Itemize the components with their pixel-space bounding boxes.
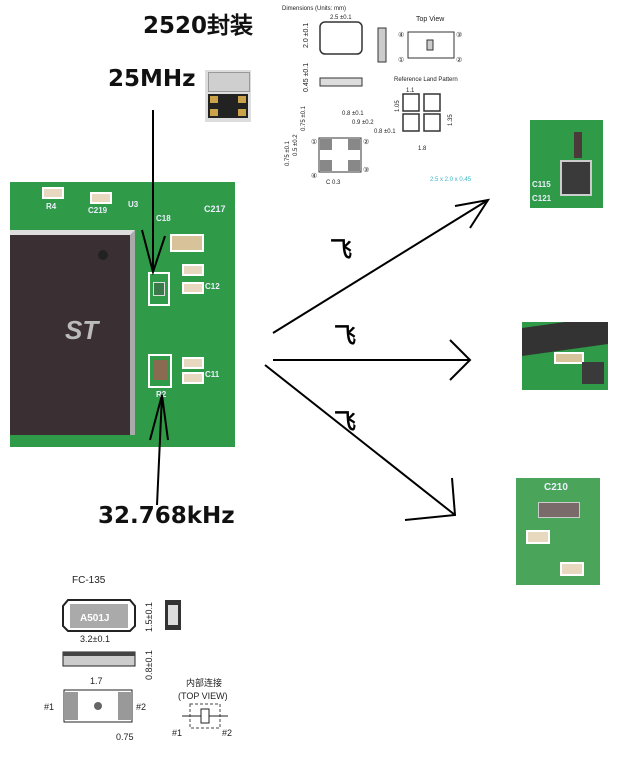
pin-label: #1 bbox=[172, 728, 182, 738]
chip-marking: ST bbox=[65, 315, 99, 345]
dim-label: C 0.3 bbox=[326, 180, 341, 186]
arrow-to-closeup-1 bbox=[272, 198, 491, 334]
arrow-to-closeup-2 bbox=[273, 339, 472, 381]
silk-label: C12 bbox=[205, 282, 220, 291]
dim-label: 0.5 ±0.2 bbox=[293, 134, 299, 156]
pcb-closeup-2 bbox=[522, 322, 608, 390]
size-note: 2.5 x 2.0 x 0.45 bbox=[430, 177, 472, 183]
silk-label: C18 bbox=[156, 214, 171, 223]
pin-label: ② bbox=[363, 138, 369, 146]
internal-title: 内部连接 bbox=[186, 677, 222, 688]
silk-label: U3 bbox=[128, 200, 139, 209]
pcb-closeup-3: C210 bbox=[516, 478, 600, 585]
dim-label: 1.35 bbox=[448, 114, 454, 126]
arrow-mark: 飞 bbox=[330, 238, 353, 263]
arrow-32k bbox=[149, 394, 169, 506]
pin-label: #2 bbox=[222, 728, 232, 738]
pin-label: ③ bbox=[456, 31, 462, 39]
silk-label: C219 bbox=[88, 206, 108, 215]
dim-label: 2.5 ±0.1 bbox=[330, 15, 352, 21]
arrow-mark: 飞 bbox=[334, 410, 357, 435]
pin-label: ② bbox=[456, 56, 462, 64]
dim-label: 0.9 ±0.2 bbox=[352, 120, 374, 126]
silk-label: C121 bbox=[532, 194, 552, 203]
dim-label: 1.1 bbox=[406, 88, 415, 94]
arrow-to-closeup-3 bbox=[264, 364, 457, 521]
fc135-title: FC-135 bbox=[72, 575, 106, 586]
silk-label: R2 bbox=[156, 390, 167, 399]
crystal-photo bbox=[205, 70, 251, 122]
pcb-photo: ST R4 C219 U3 C217 C18 C12 C11 R2 bbox=[10, 182, 235, 447]
pin-label: ④ bbox=[398, 31, 404, 39]
dimensions-title: Dimensions (Units: mm) bbox=[282, 6, 346, 12]
mcu-chip: ST bbox=[10, 230, 135, 435]
dim-label: 0.45 ±0.1 bbox=[303, 63, 310, 92]
top-view-label: (TOP VIEW) bbox=[178, 691, 228, 701]
land-pattern-title: Reference Land Pattern bbox=[394, 77, 458, 83]
datasheet-2520: Dimensions (Units: mm) 2.5 ±0.1 2.0 ±0.1… bbox=[282, 6, 472, 186]
arrow-25mhz bbox=[141, 110, 166, 276]
package-2520-label: 2520封装 bbox=[143, 13, 254, 39]
dim-label: 0.8 ±0.1 bbox=[342, 111, 364, 117]
silk-label: R4 bbox=[46, 202, 57, 211]
pin-label: ③ bbox=[363, 166, 369, 174]
dim-label: 0.8 ±0.1 bbox=[374, 129, 396, 135]
marking: A501J bbox=[80, 613, 109, 624]
pin-label: ① bbox=[311, 138, 317, 146]
silk-label: C11 bbox=[205, 370, 220, 379]
dim-label: 1.7 bbox=[90, 676, 103, 686]
dim-label: 2.0 ±0.1 bbox=[303, 23, 310, 48]
dim-label: 3.2±0.1 bbox=[80, 634, 110, 644]
silk-label: C217 bbox=[204, 204, 226, 214]
dim-label: 0.75 ±0.1 bbox=[285, 140, 291, 166]
pin-label: ④ bbox=[311, 172, 317, 180]
top-view-title: Top View bbox=[416, 16, 445, 23]
dim-label: 1.05 bbox=[395, 100, 401, 112]
pcb-closeup-1: C115 C121 bbox=[530, 120, 603, 208]
silk-label: C115 bbox=[532, 180, 551, 189]
freq-32k-label: 32.768kHz bbox=[98, 503, 235, 529]
arrow-mark: 飞 bbox=[334, 324, 357, 349]
dim-label: 1.8 bbox=[418, 146, 427, 152]
pin-label: #1 bbox=[44, 702, 54, 712]
datasheet-fc135: FC-135 A501J 3.2±0.1 1.5±0.1 0.8±0.1 1.7… bbox=[44, 575, 232, 742]
dim-label: 0.75 bbox=[116, 732, 134, 742]
pin-label: #2 bbox=[136, 702, 146, 712]
pin-label: ① bbox=[398, 56, 404, 64]
freq-25mhz-label: 25MHz bbox=[108, 66, 196, 92]
dim-label: 0.8±0.1 bbox=[144, 650, 154, 680]
dim-label: 0.75 ±0.1 bbox=[301, 105, 307, 131]
dim-label: 1.5±0.1 bbox=[144, 602, 154, 632]
silk-label: C210 bbox=[544, 482, 568, 493]
